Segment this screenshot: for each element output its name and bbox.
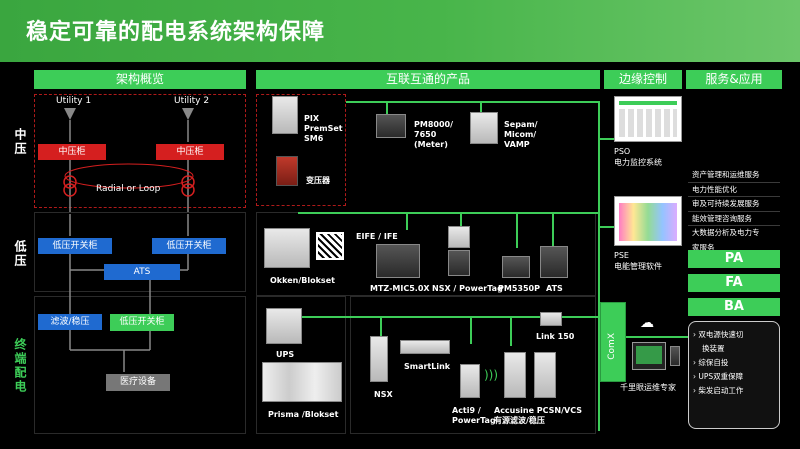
architecture-diagram — [63, 108, 195, 372]
nsx-label: NSX — [374, 390, 393, 399]
medical-equipment-box: 医疗设备 — [106, 374, 170, 391]
radial-loop-label: Radial or Loop — [96, 184, 161, 194]
transformer-image — [276, 156, 298, 186]
link150-label: Link 150 — [536, 332, 575, 341]
utility1-symbol — [64, 108, 76, 120]
pm5350-label: PM5350P — [498, 284, 540, 293]
title-bar: 稳定可靠的配电系统架构保障 — [0, 0, 800, 62]
application-item: › 综保自投 — [693, 358, 729, 367]
pm8000-meter-image — [376, 114, 406, 138]
expert-label: 千里眼运维专家 — [620, 383, 676, 392]
okken-label: Okken/Blokset — [270, 276, 335, 285]
network-line-final — [300, 316, 600, 318]
service-item: 审及可持续发展服务 — [688, 197, 780, 212]
sepam-label: Sepam/ Micom/ VAMP — [504, 120, 538, 149]
lv-panel — [34, 212, 246, 292]
prisma-panel-image — [262, 362, 342, 402]
utility1-label: Utility 1 — [56, 96, 92, 106]
nsx-small-image — [370, 336, 388, 382]
service-item: 大数据分析及电力专 — [692, 228, 760, 237]
powertag-image — [448, 226, 470, 248]
accusine-cabinet-2-image — [534, 352, 556, 398]
loop-ellipse — [64, 163, 194, 189]
filter-stabilizer-box: 滤波/稳压 — [38, 314, 102, 330]
fa-badge: FA — [688, 274, 780, 292]
link150-image — [540, 312, 562, 326]
final-product-left-panel — [256, 296, 346, 434]
pse-screen-image — [614, 196, 682, 246]
pm8000-label: PM8000/ 7650 (Meter) — [414, 120, 454, 149]
transformer1-symbol — [63, 175, 77, 189]
comx-label: ComX — [607, 333, 617, 360]
lv-switchgear-1: 低压开关柜 — [38, 238, 112, 254]
zone-label-lv: 低压 — [13, 240, 27, 268]
pso-label: PSO 电力监控系统 — [614, 147, 662, 167]
application-item: › 柴发启动工作 — [693, 386, 744, 395]
ups-label: UPS — [276, 350, 295, 359]
application-box: › 双电源快速切 换装置 › 综保自投 › UPS双重保障 › 柴发启动工作 — [688, 321, 780, 429]
pm5350-meter-image — [502, 256, 530, 278]
header-edge: 边缘控制 — [604, 70, 682, 89]
mtz-breaker-image — [376, 244, 420, 278]
network-line-lv — [298, 212, 600, 214]
final-panel — [34, 296, 246, 434]
accusine-label: Accusine PCSN/VCS 有源滤波/稳压 — [494, 406, 583, 425]
header-services: 服务&应用 — [686, 70, 782, 89]
application-item: › 双电源快速切 — [693, 330, 744, 339]
transformer-label: 变压器 — [306, 176, 330, 185]
acti9-label: Acti9 / PowerTag — [452, 406, 496, 425]
mv-product-panel — [256, 94, 346, 206]
smartlink-label: SmartLink — [404, 362, 451, 371]
phone-image — [670, 346, 680, 366]
qr-code-image — [316, 232, 344, 260]
service-list: 资产管理和运维服务 电力性能优化 审及可持续发展服务 能效管理咨询服务 大数据分… — [688, 168, 780, 255]
nsx-powertag-label: NSX / PowerTag — [432, 284, 503, 293]
cloud-icon: ☁ — [640, 315, 654, 331]
mtz-label: MTZ-MIC5.0X — [370, 284, 430, 293]
page-title: 稳定可靠的配电系统架构保障 — [26, 20, 326, 45]
final-product-right-panel — [350, 296, 596, 434]
comx-gateway: ComX — [600, 302, 626, 382]
application-item: › UPS双重保障 — [693, 372, 744, 381]
nsx-breaker-image — [448, 250, 470, 276]
prisma-label: Prisma /Blokset — [268, 410, 339, 419]
service-item: 电力性能优化 — [688, 183, 780, 197]
laptop-image — [632, 342, 666, 370]
ups-image — [266, 308, 302, 344]
acti9-image — [460, 364, 480, 398]
mv-cabinet-1: 中压柜 — [38, 144, 106, 160]
smartlink-image — [400, 340, 450, 354]
transformer2-symbol — [181, 175, 195, 189]
pa-badge: PA — [688, 250, 780, 268]
ats-box: ATS — [104, 264, 180, 280]
network-backbone — [598, 101, 600, 431]
network-line-mv — [346, 101, 600, 103]
lv-switchgear-3: 低压开关柜 — [110, 314, 174, 331]
lv-switchgear-2: 低压开关柜 — [152, 238, 226, 254]
service-item: 能效管理咨询服务 — [688, 212, 780, 226]
eife-label: EIFE / IFE — [356, 232, 398, 241]
pse-label: PSE 电能管理软件 — [614, 251, 662, 271]
zone-label-mv: 中压 — [13, 128, 27, 156]
ats-device-label: ATS — [546, 284, 563, 293]
okken-switchboard-image — [264, 228, 310, 268]
mv-cabinet-2: 中压柜 — [156, 144, 224, 160]
mv-panel — [34, 94, 246, 208]
pix-label: PIX PremSet SM6 — [304, 114, 343, 143]
header-products: 互联互通的产品 — [256, 70, 600, 89]
utility2-label: Utility 2 — [174, 96, 210, 106]
sepam-relay-image — [470, 112, 498, 144]
ba-badge: BA — [688, 298, 780, 316]
ats-device-image — [540, 246, 568, 278]
pix-switchgear-image — [272, 96, 298, 134]
pso-screen-image — [614, 96, 682, 142]
application-item: 换装置 — [702, 344, 725, 353]
wireless-icon: ))) — [484, 368, 499, 382]
utility2-symbol — [182, 108, 194, 120]
accusine-cabinet-image — [504, 352, 526, 398]
header-architecture: 架构概览 — [34, 70, 246, 89]
zone-label-final: 终端配电 — [13, 338, 27, 394]
service-item: 资产管理和运维服务 — [688, 168, 780, 183]
